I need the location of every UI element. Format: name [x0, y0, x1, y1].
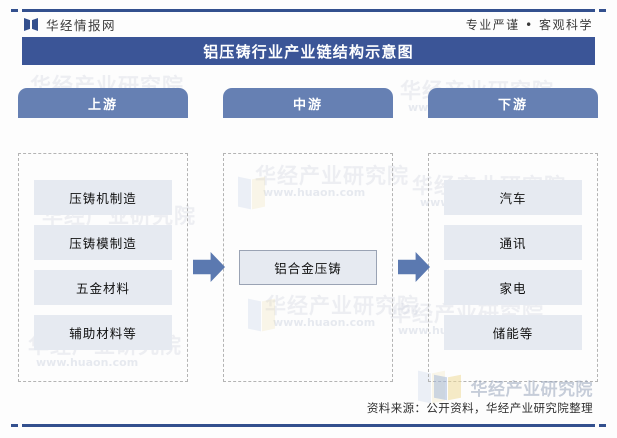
item-list-upstream: 压铸机制造 压铸模制造 五金材料 辅助材料等: [34, 180, 172, 350]
top-rule: [11, 9, 606, 12]
chain-item-label: 储能等: [492, 326, 534, 341]
chart-title-bar: 铝压铸行业产业链结构示意图: [22, 37, 595, 65]
chain-item-label: 家电: [499, 281, 527, 296]
footer-logo-label: 华经产业研究院: [470, 379, 593, 400]
chain-item-label: 辅助材料等: [69, 326, 137, 341]
column-header-upstream: 上游: [18, 88, 188, 118]
column-header-label: 中游: [292, 97, 323, 113]
source-note-label: 资料来源：公开资料，华经产业研究院整理: [366, 401, 593, 415]
column-body-upstream: 压铸机制造 压铸模制造 五金材料 辅助材料等: [18, 153, 188, 382]
chain-item-label: 通讯: [499, 236, 527, 251]
chain-item-label: 压铸模制造: [69, 236, 137, 251]
page-title: 铝压铸行业产业链结构示意图: [203, 42, 414, 61]
column-body-downstream: 汽车 通讯 家电 储能等: [428, 153, 598, 382]
column-body-midstream: 铝合金压铸: [223, 153, 393, 382]
brand-name: 华经情报网: [46, 18, 117, 33]
chain-item-label: 五金材料: [75, 281, 130, 296]
column-header-label: 上游: [87, 97, 118, 113]
bottom-rule: [11, 424, 606, 427]
chain-item-label: 铝合金压铸: [274, 261, 342, 276]
chain-item: 铝合金压铸: [239, 250, 377, 285]
source-note: 资料来源：公开资料，华经产业研究院整理: [0, 399, 617, 417]
column-header-label: 下游: [497, 97, 528, 113]
chain-item: 压铸机制造: [34, 180, 172, 215]
chain-item: 家电: [444, 270, 582, 305]
brand-bar: 华经情报网 专业严谨 • 客观科学: [0, 12, 617, 37]
chain-item: 五金材料: [34, 270, 172, 305]
column-header-downstream: 下游: [428, 88, 598, 118]
chain-item: 储能等: [444, 315, 582, 350]
chain-item-label: 压铸机制造: [69, 191, 137, 206]
brand-tagline: 专业严谨 • 客观科学: [465, 18, 593, 32]
item-list-downstream: 汽车 通讯 家电 储能等: [444, 180, 582, 350]
footer-logo: 华经产业研究院: [433, 374, 594, 401]
chain-item-label: 汽车: [499, 191, 527, 206]
chain-item: 辅助材料等: [34, 315, 172, 350]
arrow-right-icon: [398, 252, 430, 282]
brand-logo: 华经情报网: [24, 15, 116, 34]
chain-item: 压铸模制造: [34, 225, 172, 260]
item-list-midstream: 铝合金压铸: [239, 154, 377, 381]
book-pages-icon: [433, 374, 463, 401]
chain-item: 汽车: [444, 180, 582, 215]
chain-item: 通讯: [444, 225, 582, 260]
arrow-right-icon: [193, 252, 225, 282]
book-pages-icon: [24, 18, 39, 31]
column-header-midstream: 中游: [223, 88, 393, 118]
